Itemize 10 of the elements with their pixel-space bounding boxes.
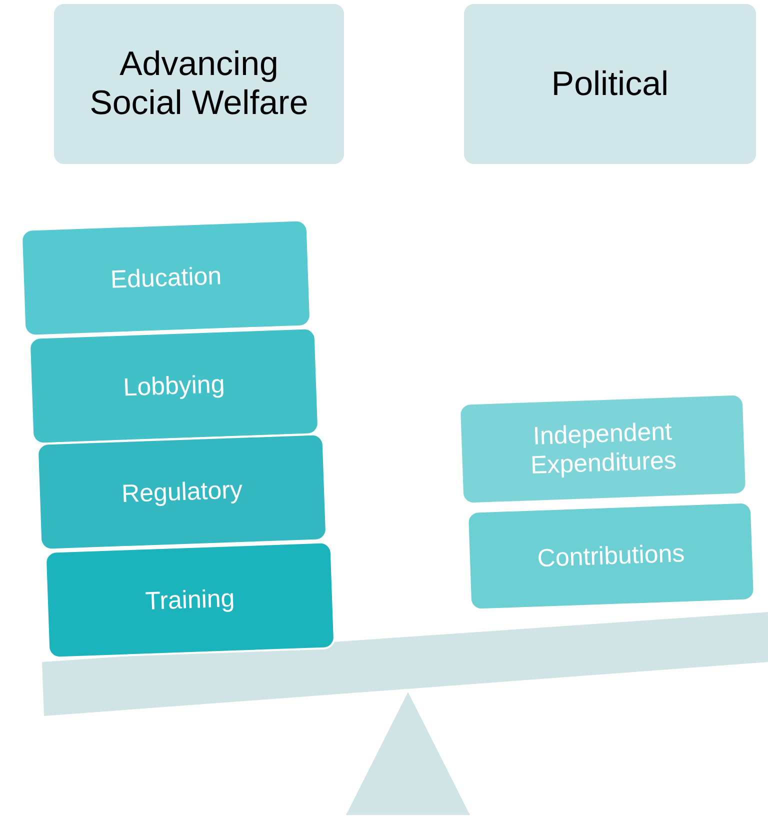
- activity-label: Contributions: [536, 538, 686, 574]
- header-box: [52, 2, 346, 166]
- activity-label: Independent Expenditures: [529, 416, 678, 482]
- activity-label: Regulatory: [121, 475, 243, 509]
- category-heading: Political: [551, 64, 669, 104]
- header-box: [462, 2, 758, 166]
- category-heading: Advancing Social Welfare: [88, 45, 310, 123]
- activity-label: Training: [144, 584, 236, 616]
- activity-label: Lobbying: [122, 370, 226, 402]
- activity-label: Education: [110, 262, 222, 294]
